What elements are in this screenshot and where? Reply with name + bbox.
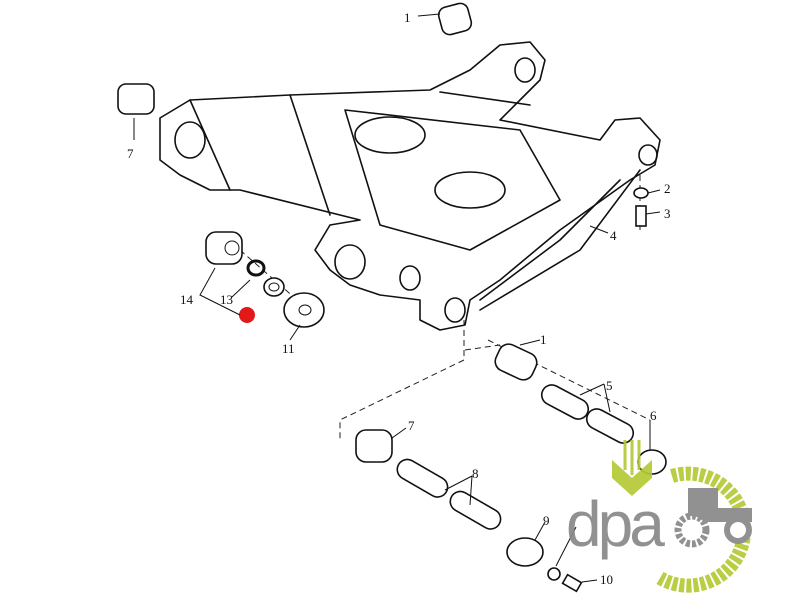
callout-13: 13: [220, 292, 233, 307]
bushing-14: [205, 231, 243, 265]
callout-1-bottom: 1: [540, 332, 547, 347]
callout-10: 10: [600, 572, 613, 587]
marker-dot: [239, 307, 255, 323]
bushing-1-top: [437, 2, 473, 36]
pin-5: [540, 384, 635, 444]
pin-8: [396, 458, 502, 530]
callout-2: 2: [664, 181, 671, 196]
callout-4: 4: [610, 228, 617, 243]
callout-5: 5: [606, 378, 613, 393]
washer-11: [283, 292, 325, 328]
bushing-1-bottom: [494, 343, 538, 381]
callout-1-top: 1: [404, 10, 411, 25]
bolt-3: [635, 205, 647, 227]
o-ring-13: [246, 259, 266, 277]
bushing-7-bottom: [355, 429, 393, 463]
leader-lines: [133, 13, 661, 583]
callout-11: 11: [282, 341, 295, 356]
nut-2: [633, 187, 649, 199]
callout-9: 9: [543, 513, 550, 528]
logo-text: dpa: [566, 488, 665, 560]
bushing-seal: [263, 277, 285, 297]
dpa-logo: dpa: [566, 440, 752, 593]
callout-7-bottom: 7: [408, 418, 415, 433]
bushing-7-left: [117, 83, 155, 115]
washer-10: [547, 567, 583, 593]
axle-frame: [159, 41, 661, 331]
callout-8: 8: [472, 466, 479, 481]
tractor-icon: [674, 488, 752, 548]
callout-7-left: 7: [127, 146, 134, 161]
callout-3: 3: [664, 206, 671, 221]
callout-6: 6: [650, 408, 657, 423]
callout-14: 14: [180, 292, 194, 307]
cap-9: [506, 537, 544, 567]
